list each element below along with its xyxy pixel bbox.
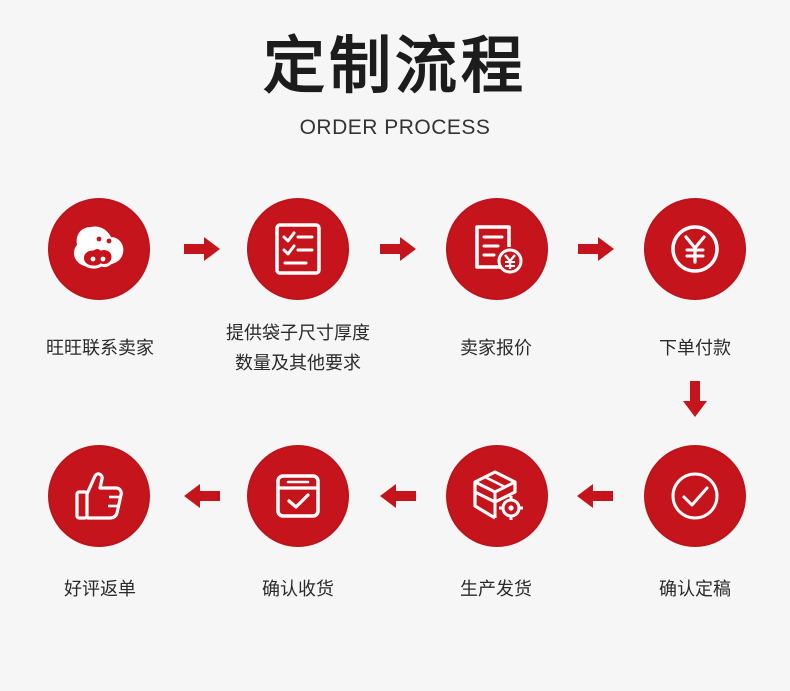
page-title: 定制流程: [262, 29, 527, 102]
step-7-label: 确认收货: [262, 579, 334, 600]
step-3-label: 卖家报价: [460, 338, 532, 359]
checklist-icon: [275, 223, 321, 275]
step-2-circle: [247, 198, 349, 300]
step-2-label-line1: 提供袋子尺寸厚度: [226, 323, 370, 344]
arrow-left-icon: [380, 484, 416, 508]
arrow-right-icon: [184, 237, 220, 261]
step-2-label: 提供袋子尺寸厚度 数量及其他要求: [198, 319, 398, 379]
step-5-circle: [644, 445, 746, 547]
arrow-right-icon: [578, 237, 614, 261]
yen-coin-icon: [671, 225, 719, 273]
step-2-label-line2: 数量及其他要求: [235, 353, 361, 374]
check-circle-icon: [671, 472, 719, 520]
box-gear-icon: [473, 470, 523, 520]
arrow-left-icon: [184, 484, 220, 508]
step-1-label: 旺旺联系卖家: [46, 338, 154, 359]
step-8-circle: [48, 445, 150, 547]
step-6-circle: [446, 445, 548, 547]
step-8-label: 好评返单: [64, 579, 136, 600]
step-7-circle: [247, 445, 349, 547]
arrow-left-icon: [577, 484, 613, 508]
step-3-circle: [446, 198, 548, 300]
inbox-check-icon: [276, 474, 320, 518]
arrow-right-icon: [380, 237, 416, 261]
page-subtitle: ORDER PROCESS: [299, 116, 491, 139]
thumbs-up-icon: [75, 472, 123, 520]
chat-bubbles-icon: [74, 226, 124, 269]
step-5-label: 确认定稿: [659, 579, 731, 600]
step-1-circle: [48, 198, 150, 300]
step-4-circle: [644, 198, 746, 300]
step-6-label: 生产发货: [460, 579, 532, 600]
quote-document-yen-icon: [475, 225, 523, 274]
arrow-down-icon: [683, 381, 707, 417]
step-4-label: 下单付款: [659, 338, 731, 359]
